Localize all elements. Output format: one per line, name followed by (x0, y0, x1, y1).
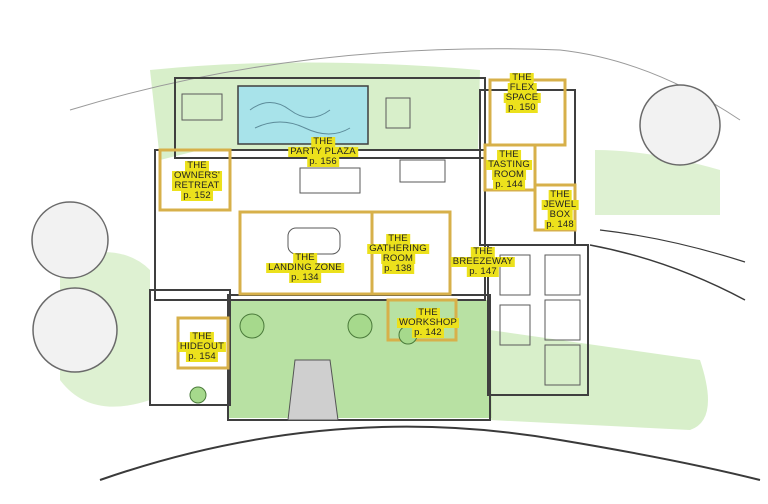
garage-block (487, 244, 589, 396)
room-label-line: TASTING (486, 159, 532, 170)
room-label-line: BREEZEWAY (450, 256, 516, 267)
garage-car-2 (499, 304, 531, 346)
bed-owners (181, 93, 223, 121)
room-label-page: p. 134 (289, 272, 321, 283)
room-label-line: OWNERS' (172, 170, 222, 181)
room-label-line: THE (190, 331, 214, 342)
outdoor-table (385, 97, 411, 129)
kitchen-island (399, 159, 446, 183)
room-label-line: JEWEL (541, 199, 579, 210)
room-label-line: THE (386, 233, 410, 244)
room-label-page: p. 156 (307, 156, 339, 167)
owners-retreat-walls (158, 148, 232, 212)
landing-table (287, 227, 341, 255)
room-label-line: THE (293, 252, 317, 263)
shrub-right (347, 313, 373, 339)
tree-left-bottom (32, 287, 118, 373)
room-label-line: THE (548, 189, 572, 200)
room-label-page: p. 138 (382, 263, 414, 274)
room-label-page: p. 142 (412, 327, 444, 338)
room-label-page: p. 154 (186, 351, 218, 362)
room-label-page: p. 152 (181, 190, 213, 201)
garage-bay-1 (544, 254, 581, 296)
room-label-line: FLEX (507, 82, 537, 93)
pool (237, 85, 369, 145)
room-label-page: p. 144 (493, 179, 525, 190)
trees (31, 84, 721, 373)
walkway (287, 359, 339, 421)
room-label-line: GATHERING (367, 243, 429, 254)
house-left-wing (149, 289, 231, 406)
walkway-stones (287, 359, 339, 421)
room-label-line: THE (497, 149, 521, 160)
party-plaza-sofa (299, 167, 361, 194)
shrub-corner (189, 386, 207, 404)
room-label-line: WORKSHOP (396, 317, 460, 328)
room-label-line: THE (510, 72, 534, 83)
tree-right (639, 84, 721, 166)
garage-bay-3 (544, 344, 581, 386)
room-label-line: BOX (547, 209, 573, 220)
lawn-right-top (595, 150, 720, 215)
garage-car-1 (499, 254, 531, 296)
room-label-page: p. 147 (467, 266, 499, 277)
room-label-line: RETREAT (172, 180, 222, 191)
garage-bay-2 (544, 299, 581, 341)
room-label-line: LANDING ZONE (266, 262, 344, 273)
pool-ripple (249, 102, 351, 135)
road-curve-2 (599, 229, 746, 263)
room-label-line: SPACE (503, 92, 541, 103)
pool-water (237, 85, 369, 145)
driveway-curve (99, 425, 761, 481)
road-curve (589, 244, 746, 301)
room-label-line: THE (471, 246, 495, 257)
room-label-line: THE (311, 136, 335, 147)
tree-left-top (31, 201, 109, 279)
room-label-page: p. 150 (506, 102, 538, 113)
room-label-line: HIDEOUT (177, 341, 227, 352)
room-label-line: ROOM (380, 253, 416, 264)
room-label-line: THE (416, 307, 440, 318)
room-label-line: PARTY PLAZA (288, 146, 358, 157)
room-label-page: p. 148 (544, 219, 576, 230)
shrub-left (239, 313, 265, 339)
room-label-line: ROOM (491, 169, 527, 180)
room-label-line: THE (185, 160, 209, 171)
